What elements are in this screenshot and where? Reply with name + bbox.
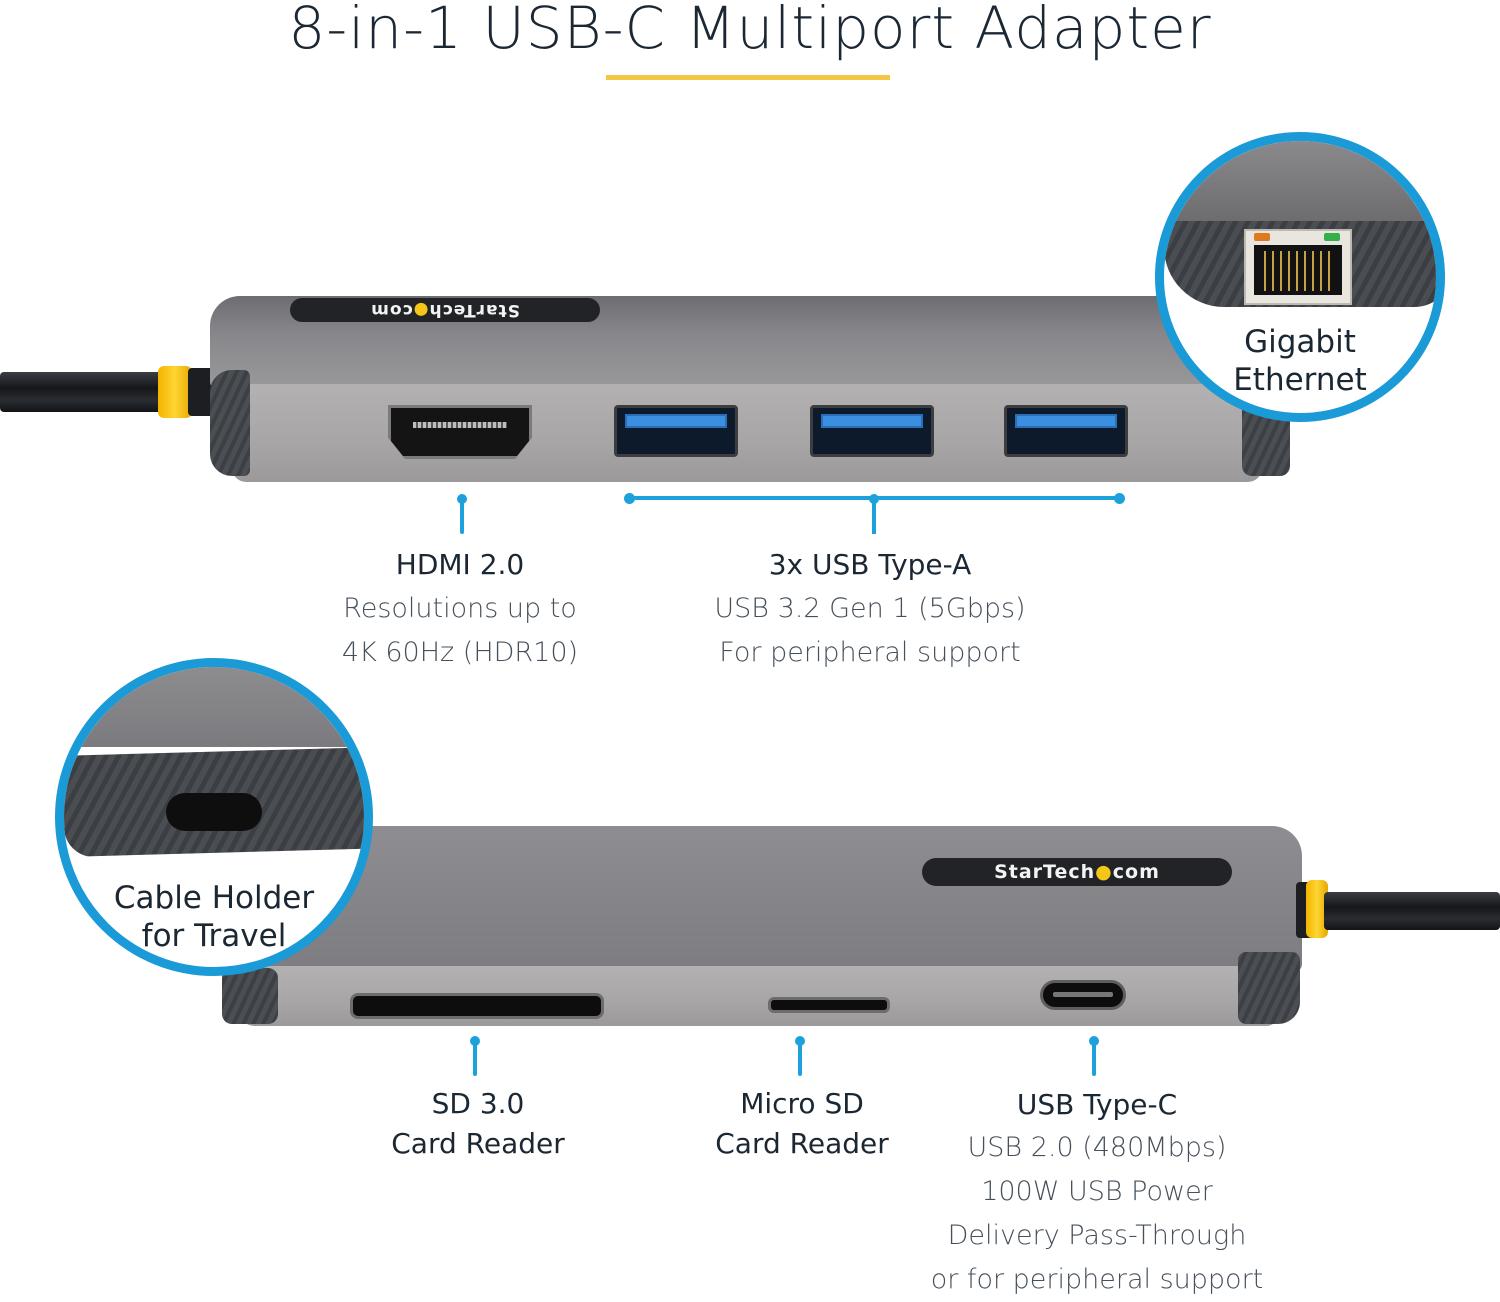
logo-text: StarTech	[994, 861, 1096, 883]
usb-c-port-icon	[1040, 980, 1126, 1010]
microsd-slot-icon	[768, 997, 890, 1013]
link-led-orange	[1254, 233, 1270, 241]
usb-c-cable	[1324, 892, 1500, 930]
page-title: 8-in-1 USB-C Multiport Adapter	[288, 0, 1212, 62]
left-endcap	[210, 370, 250, 476]
logo-text-suffix: com	[370, 300, 413, 320]
usb-a-heading: 3x USB Type-A	[768, 548, 972, 581]
ethernet-label-line1: Gigabit	[1244, 324, 1356, 360]
cable-holder-label-line1: Cable Holder	[113, 880, 315, 916]
sd-leader-line	[470, 1036, 480, 1076]
usb-a-detail: USB 3.2 Gen 1 (5Gbps)	[714, 593, 1026, 624]
inset-device-top	[1164, 141, 1436, 221]
startech-logo: StarTech●com	[290, 298, 600, 322]
logo-text-suffix: com	[1112, 861, 1160, 883]
usb-c-detail: 100W USB Power	[981, 1176, 1213, 1207]
hdmi-detail: 4K 60Hz (HDR10)	[341, 637, 579, 668]
title-underline	[606, 75, 890, 80]
cable-holder-label-line2: for Travel	[141, 918, 287, 954]
logo-text: StarTech	[428, 300, 520, 320]
microsd-detail: Card Reader	[715, 1127, 889, 1160]
usb-a-leader-line	[869, 494, 879, 534]
sd-detail: Card Reader	[391, 1127, 565, 1160]
cable-holder-slot-icon	[166, 793, 262, 831]
startech-logo: StarTech●com	[922, 858, 1232, 886]
usb-a-detail: For peripheral support	[719, 637, 1021, 668]
right-endcap	[1238, 952, 1300, 1024]
usb-c-detail: Delivery Pass-Through	[947, 1220, 1247, 1251]
sd-heading: SD 3.0	[431, 1087, 525, 1120]
usb-c-detail: or for peripheral support	[930, 1264, 1264, 1295]
cable-yellow-ring	[158, 366, 192, 418]
cable-holder-inset: Cable Holder for Travel	[55, 658, 373, 976]
usb-a-callout: 3x USB Type-A USB 3.2 Gen 1 (5Gbps) For …	[680, 543, 1060, 675]
cable-yellow-ring	[1306, 880, 1328, 938]
logo-dot: ●	[1095, 861, 1113, 883]
microsd-leader-line	[795, 1036, 805, 1076]
usb-c-detail: USB 2.0 (480Mbps)	[967, 1132, 1227, 1163]
usb-c-cable	[0, 372, 170, 412]
hdmi-detail: Resolutions up to	[343, 593, 577, 624]
cable-boot	[188, 368, 214, 416]
hdmi-callout: HDMI 2.0 Resolutions up to 4K 60Hz (HDR1…	[300, 543, 620, 675]
inset-device-top	[64, 667, 364, 747]
adapter-top-surface	[262, 826, 1302, 972]
link-led-green	[1324, 233, 1340, 241]
hdmi-leader-line	[457, 494, 467, 534]
ethernet-inset: Gigabit Ethernet	[1155, 132, 1445, 422]
ethernet-label-line2: Ethernet	[1233, 362, 1367, 398]
usb-c-heading: USB Type-C	[1016, 1088, 1178, 1121]
bracket-dot-left	[624, 493, 635, 504]
hdmi-port-icon	[388, 405, 532, 459]
sd-callout: SD 3.0 Card Reader	[340, 1084, 616, 1164]
sd-slot-icon	[350, 993, 604, 1019]
logo-dot: ●	[412, 300, 429, 320]
usb-a-port-icon	[810, 405, 934, 457]
microsd-heading: Micro SD	[740, 1087, 864, 1120]
hdmi-heading: HDMI 2.0	[395, 548, 525, 581]
usb-c-leader-line	[1089, 1036, 1099, 1076]
left-endcap	[222, 968, 278, 1024]
usb-c-callout: USB Type-C USB 2.0 (480Mbps) 100W USB Po…	[900, 1084, 1294, 1302]
usb-a-port-icon	[614, 405, 738, 457]
microsd-callout: Micro SD Card Reader	[664, 1084, 940, 1164]
bracket-dot-right	[1114, 493, 1125, 504]
ethernet-port-icon	[1244, 229, 1352, 305]
usb-a-port-icon	[1004, 405, 1128, 457]
